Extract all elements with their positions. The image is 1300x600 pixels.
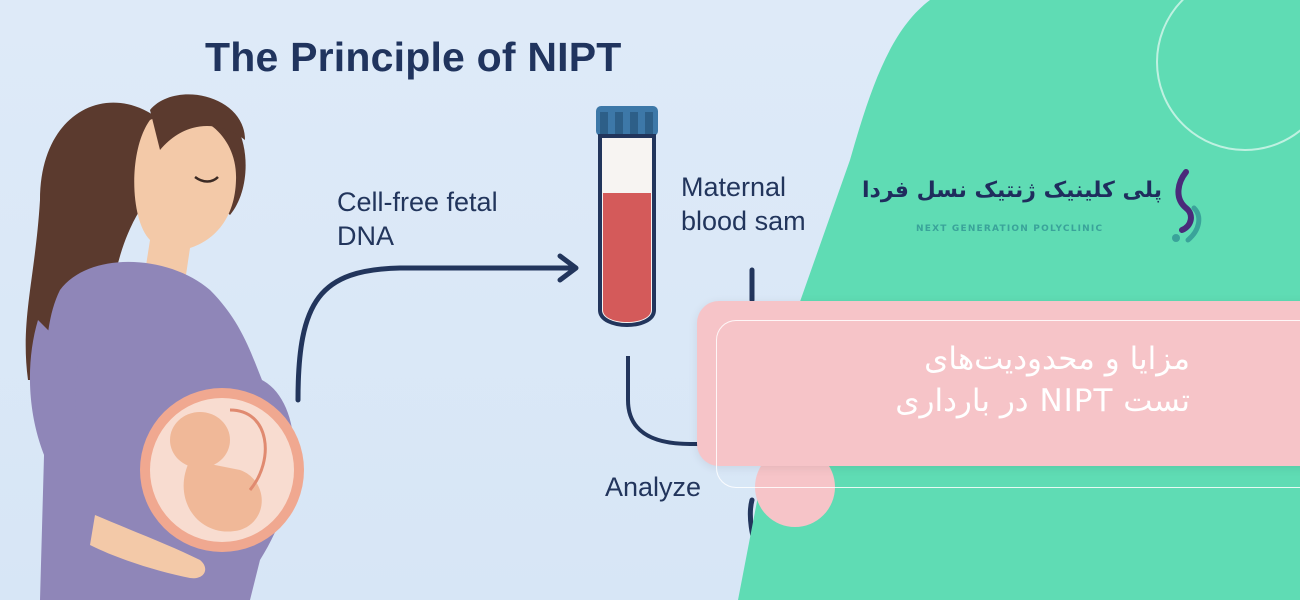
decor-circle-top (1156, 0, 1300, 151)
banner-outline (716, 320, 1300, 488)
fetus (170, 412, 230, 468)
article-title: مزایا و محدودیت‌های تست NIPT در بارداری (760, 338, 1190, 422)
logo-name-fa: پلی کلینیک ژنتیک نسل فردا (862, 178, 1162, 203)
label-cell-free-dna: Cell-free fetal DNA (337, 185, 498, 253)
blood-tube (596, 106, 658, 327)
article-title-line1: مزایا و محدودیت‌های (924, 341, 1190, 377)
article-title-banner (697, 301, 1300, 466)
article-title-line2: تست NIPT در بارداری (895, 383, 1190, 419)
label-maternal-line2: blood sam (681, 206, 806, 236)
logo-mark-icon (1172, 169, 1202, 243)
label-cffdna-line1: Cell-free fetal (337, 187, 498, 217)
illustration-title: The Principle of NIPT (205, 34, 622, 80)
woman-face (134, 113, 237, 275)
label-analyze: Analyze (605, 472, 702, 502)
clinic-logo[interactable]: پلی کلینیک ژنتیک نسل فردا NEXT GENERATIO… (862, 168, 1212, 248)
label-cffdna-line2: DNA (337, 221, 395, 251)
label-maternal-line1: Maternal (681, 172, 787, 202)
label-maternal-blood: Maternal blood sam (681, 170, 806, 238)
logo-name-en: NEXT GENERATION POLYCLINIC (916, 224, 1104, 234)
dna-arrow (295, 265, 573, 403)
